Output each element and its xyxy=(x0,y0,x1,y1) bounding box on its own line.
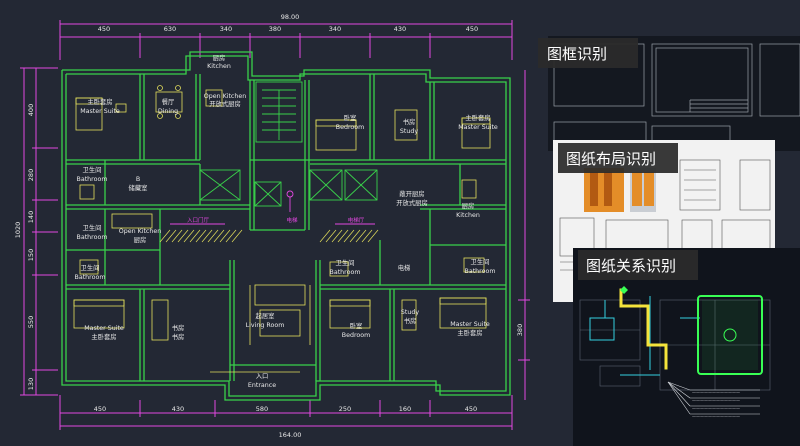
room-label: 主卧套房 xyxy=(87,97,112,106)
feature-layout-label: 图纸布局识别 xyxy=(566,150,656,168)
room-label: 卫生间 xyxy=(471,257,490,266)
room-label: 书房 xyxy=(172,323,185,332)
floor-plan-walls xyxy=(61,51,511,401)
dimension-lines xyxy=(20,20,530,430)
room-label: 卫生间 xyxy=(336,258,355,267)
feature-frame-label: 图框识别 xyxy=(547,45,607,63)
room-label: Kitchen xyxy=(207,63,231,70)
room-label: 书房 xyxy=(172,332,185,341)
frame-recognition-card: 图框识别 xyxy=(538,36,800,173)
dim-left: 280 xyxy=(27,169,35,181)
relation-legend-line: ———————————— xyxy=(692,398,740,403)
dim-bottom: 430 xyxy=(172,405,184,413)
room-label: 储藏室 xyxy=(129,183,148,192)
room-label: 敞开厨房 xyxy=(399,189,424,198)
room-label: Living Room xyxy=(246,322,285,329)
room-label: B xyxy=(136,176,140,183)
room-label: 餐厅 xyxy=(162,97,175,106)
dim-bottom: 580 xyxy=(256,405,268,413)
dim-left: 150 xyxy=(27,249,35,261)
room-label: 开放式厨房 xyxy=(209,99,240,108)
room-label: 卧室 xyxy=(350,321,363,330)
room-label: Kitchen xyxy=(456,212,480,219)
room-label: 起居室 xyxy=(256,311,275,320)
room-label: Master Suite xyxy=(84,325,124,332)
dim-left-total: 1020 xyxy=(14,222,22,239)
room-label: 主卧套房 xyxy=(465,113,490,122)
room-label: Study xyxy=(401,309,419,316)
room-label: 书房 xyxy=(403,117,416,126)
furniture-symbols xyxy=(73,85,491,373)
relation-recognition-card: ———————————— ———————————— ———————————— —… xyxy=(573,248,800,446)
room-label: 入口 xyxy=(256,372,269,380)
dim-bottom: 250 xyxy=(339,405,351,413)
dim-bottom: 450 xyxy=(94,405,106,413)
axis-annotations: 入口门厅 电梯 电梯厅 xyxy=(187,216,365,224)
dim-top: 450 xyxy=(98,25,110,33)
room-label: Bedroom xyxy=(336,124,364,131)
dim-left: 130 xyxy=(27,378,35,390)
room-label: 电梯 xyxy=(398,263,411,272)
room-label: Bathroom xyxy=(75,274,106,281)
feature-relation-label: 图纸关系识别 xyxy=(586,257,676,275)
dim-bottom: 450 xyxy=(465,405,477,413)
room-label: Bathroom xyxy=(77,176,108,183)
room-label: 厨房 xyxy=(462,201,475,210)
room-label: Entrance xyxy=(248,382,276,389)
room-label: Dining xyxy=(158,108,178,115)
room-label: Master Suite xyxy=(458,124,498,131)
room-label: Bathroom xyxy=(77,234,108,241)
room-label: Bathroom xyxy=(465,268,496,275)
dim-left: 550 xyxy=(27,316,35,328)
relation-legend-line: ———————————— xyxy=(692,406,740,411)
dim-top: 430 xyxy=(394,25,406,33)
relation-legend-line: ———————————— xyxy=(692,414,740,419)
room-label: Bathroom xyxy=(330,269,361,276)
dim-top: 380 xyxy=(269,25,281,33)
room-label: 卧室 xyxy=(344,113,357,122)
dim-top: 340 xyxy=(329,25,341,33)
window-marks xyxy=(159,229,379,243)
elevator-stair-core xyxy=(199,81,378,207)
room-label: 卫生间 xyxy=(83,165,102,174)
room-label: Open Kitchen xyxy=(119,228,162,235)
dim-bottom-total: 164.00 xyxy=(279,431,302,439)
dim-top: 340 xyxy=(220,25,232,33)
room-label: Master Suite xyxy=(80,108,120,115)
annotation-right: 电梯厅 xyxy=(348,216,365,224)
room-label: 开放式厨房 xyxy=(396,198,427,207)
annotation-center: 电梯 xyxy=(286,216,298,224)
dim-top: 450 xyxy=(466,25,478,33)
room-label: 厨房 xyxy=(134,235,147,244)
annotation-left: 入口门厅 xyxy=(187,216,210,224)
room-label: 卫生间 xyxy=(83,223,102,232)
dim-left: 400 xyxy=(27,104,35,116)
room-label: 主卧套房 xyxy=(91,332,116,341)
room-label: 卫生间 xyxy=(81,263,100,272)
dim-right: 380 xyxy=(516,324,524,336)
room-label: 厨房 xyxy=(213,53,226,62)
room-labels: 厨房 Kitchen 主卧套房 Master Suite 餐厅 Dining O… xyxy=(75,53,498,389)
room-label: Bedroom xyxy=(342,332,370,339)
layout-thumbnail xyxy=(584,168,656,212)
room-label: 书房 xyxy=(404,316,417,325)
dim-bottom: 160 xyxy=(399,405,411,413)
dim-left: 140 xyxy=(27,211,35,223)
axis-marks xyxy=(170,190,375,225)
dim-top: 630 xyxy=(164,25,176,33)
room-label: Study xyxy=(400,128,418,135)
dimension-labels: 98.00 450 630 340 380 340 430 450 450 43… xyxy=(14,13,524,439)
dim-top-total: 98.00 xyxy=(281,13,300,21)
room-label: 主卧套房 xyxy=(457,328,482,337)
room-label: Open Kitchen xyxy=(204,93,247,100)
room-label: Master Suite xyxy=(450,321,490,328)
relation-legend-line: ———————————— xyxy=(692,390,740,395)
